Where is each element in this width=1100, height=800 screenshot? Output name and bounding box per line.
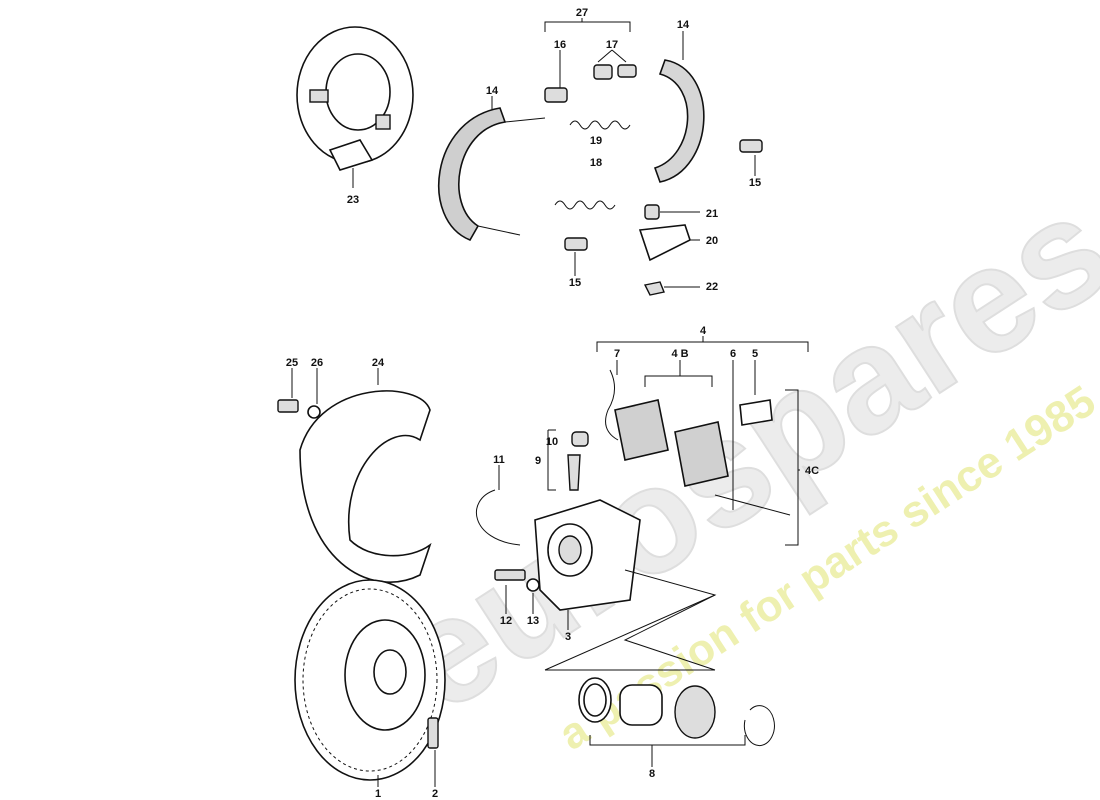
label-13: 13 [527,615,539,627]
label-21: 21 [706,208,718,220]
label-9: 9 [535,455,541,467]
brake-pads-4b [605,369,791,516]
label-5: 5 [752,348,758,360]
caliper-3 [534,499,717,671]
springs [544,18,763,276]
label-25: 25 [286,357,298,369]
dust-shield-24 [277,368,432,583]
small-parts [475,431,589,546]
lever-parts [638,204,700,296]
label-14-right: 14 [677,19,690,31]
label-14-left: 14 [486,85,499,97]
label-11: 11 [493,454,505,466]
label-19: 19 [590,135,602,147]
label-17: 17 [606,39,618,51]
backing-plate-23 [296,26,414,188]
label-8: 8 [649,768,655,780]
label-3: 3 [565,631,571,643]
label-27: 27 [576,7,588,19]
bolt-washer [494,569,540,614]
label-4b: 4 B [671,348,688,360]
brake-shoe-right-14 [653,31,705,183]
label-4: 4 [700,325,707,337]
seal-kit-8 [544,594,775,767]
label-12: 12 [500,615,512,627]
label-10: 10 [546,436,558,448]
part-labels: 27 16 17 14 14 19 18 15 15 21 20 22 23 4… [286,7,819,800]
label-15-right: 15 [749,177,761,189]
label-16: 16 [554,39,566,51]
label-18: 18 [590,157,602,169]
label-2: 2 [432,788,438,800]
brake-disc-1 [294,579,446,787]
watermark: eurospares a passion for parts since 198… [366,161,1100,760]
label-24: 24 [372,357,385,369]
label-23: 23 [347,194,359,206]
label-1: 1 [375,788,381,800]
label-22: 22 [706,281,718,293]
label-26: 26 [311,357,323,369]
label-15-bottom: 15 [569,277,581,289]
label-20: 20 [706,235,718,247]
label-6: 6 [730,348,736,360]
label-4c: 4C [805,465,819,477]
brake-shoe-left-14 [438,96,546,242]
label-7: 7 [614,348,620,360]
bracket-lines [547,336,809,546]
